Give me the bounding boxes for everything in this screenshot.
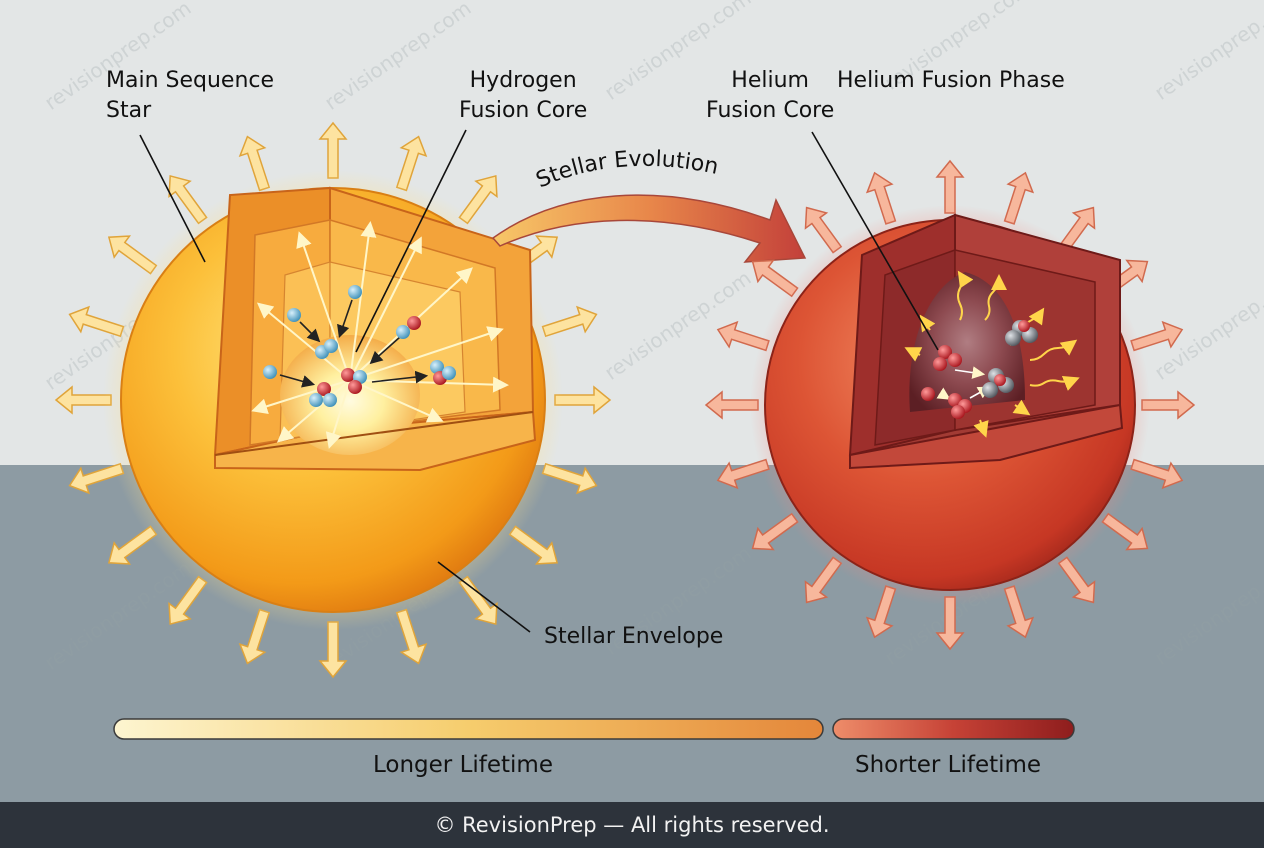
stellar-envelope-label: Stellar Envelope xyxy=(544,624,724,649)
stellar-evolution-label: Stellar Evolution xyxy=(532,147,720,194)
shorter-lifetime-label: Shorter Lifetime xyxy=(855,752,1042,778)
longer-lifetime-label: Longer Lifetime xyxy=(373,752,553,778)
hydrogen-particles xyxy=(263,285,456,407)
longer-lifetime-bar xyxy=(113,718,824,740)
hydrogen-fusion-core-label: Hydrogen Fusion Core xyxy=(459,68,588,123)
left-radiation-arrows xyxy=(54,121,612,679)
right-star-cutaway xyxy=(848,213,1124,470)
star-evolution-illustration: Stellar Evolution xyxy=(54,121,1196,740)
hydrogen-core-glow xyxy=(280,335,420,455)
radiation-arrow xyxy=(554,385,612,415)
helium-particles xyxy=(921,320,1038,419)
main-sequence-star-label: Main Sequence Star xyxy=(106,68,275,123)
copyright-footer: © RevisionPrep — All rights reserved. xyxy=(0,802,1264,848)
shorter-lifetime-bar xyxy=(832,718,1075,740)
helium-fusion-phase-label: Helium Fusion Phase xyxy=(837,68,1065,93)
radiation-arrow xyxy=(318,621,348,679)
radiation-arrow xyxy=(54,385,112,415)
helium-fusion-core-label: Helium Fusion Core xyxy=(706,68,835,123)
radiation-arrow xyxy=(318,121,348,179)
leader-lines xyxy=(139,129,939,633)
stellar-evolution-arrow xyxy=(491,194,807,263)
